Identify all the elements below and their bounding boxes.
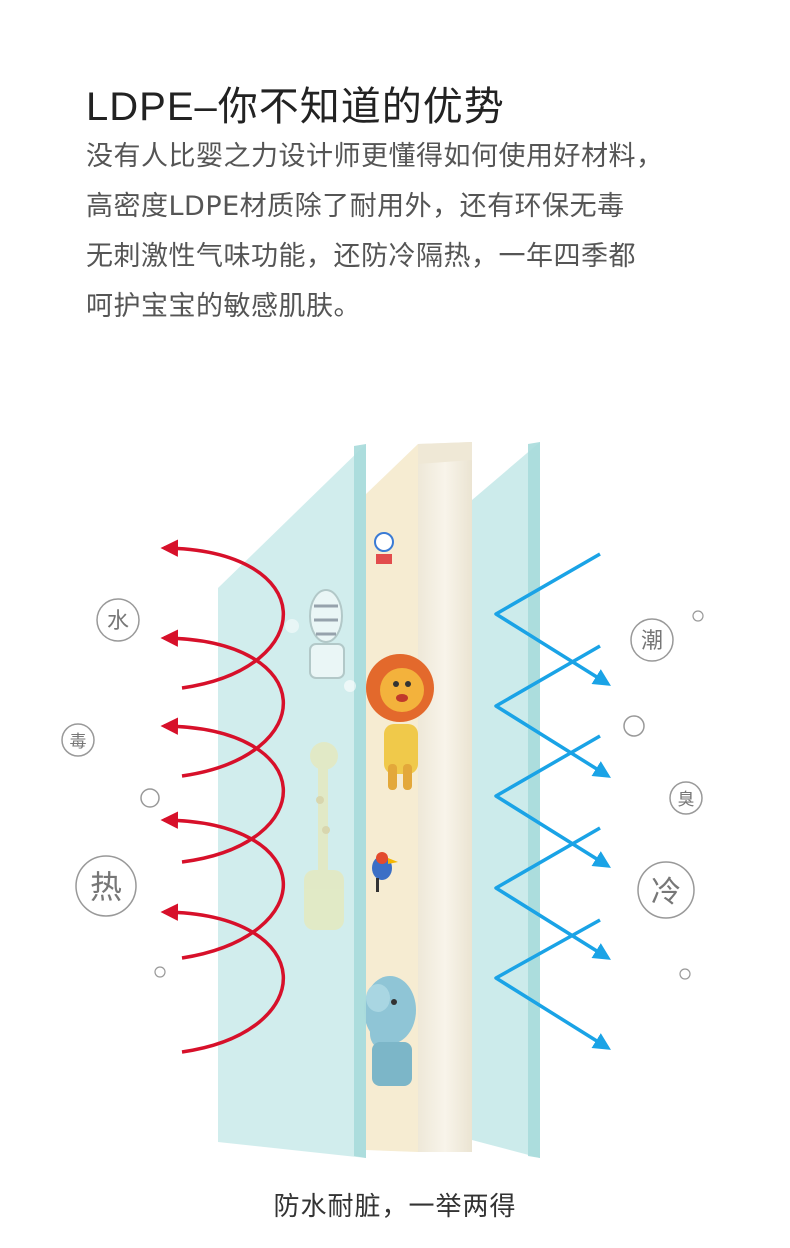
- label-heat: 热: [75, 855, 137, 917]
- cold-arrows: [494, 552, 611, 1050]
- bubble-icon: [692, 610, 704, 622]
- zebra-icon: [309, 589, 345, 679]
- label-water-text: 水: [107, 609, 129, 634]
- heat-arrow-5: [160, 903, 286, 1054]
- heat-arrow-1: [160, 539, 286, 690]
- description-line: 呵护宝宝的敏感肌肤。: [86, 291, 361, 322]
- heat-arrows: [160, 539, 286, 1054]
- label-cold-text: 冷: [651, 875, 681, 910]
- label-poison-text: 毒: [70, 732, 87, 752]
- cold-arrow-1: [494, 552, 611, 686]
- description-line: 高密度LDPE材质除了耐用外，还有环保无毒: [86, 191, 625, 222]
- label-heat-text: 热: [90, 868, 122, 906]
- elephant-icon: [364, 976, 416, 1086]
- label-poison: 毒: [61, 723, 95, 757]
- cold-arrow-3: [494, 734, 611, 868]
- bird-icon: [372, 852, 398, 892]
- bubble-icon: [154, 966, 166, 978]
- badge-icon: [374, 532, 394, 564]
- label-odor-text: 臭: [678, 790, 695, 810]
- label-odor: 臭: [669, 781, 703, 815]
- heat-arrow-2: [160, 629, 286, 778]
- page-title: LDPE–你不知道的优势: [86, 85, 505, 129]
- label-water: 水: [96, 598, 140, 642]
- bubble-icon: [140, 788, 160, 808]
- lion-icon: [366, 654, 434, 790]
- giraffe-icon: [304, 742, 344, 930]
- bubble-icon: [623, 715, 645, 737]
- right-film-layer: [472, 442, 540, 1158]
- label-cold: 冷: [637, 861, 695, 919]
- heat-arrow-4: [160, 811, 286, 960]
- caption: 防水耐脏，一举两得: [273, 1192, 517, 1222]
- label-moisture: 潮: [630, 618, 674, 662]
- left-film-layer: [218, 444, 366, 1158]
- cold-arrow-5: [494, 918, 611, 1050]
- label-moisture-text: 潮: [641, 629, 663, 654]
- description: 没有人比婴之力设计师更懂得如何使用好材料， 高密度LDPE材质除了耐用外，还有环…: [86, 132, 664, 332]
- heat-arrow-3: [160, 717, 286, 864]
- layer-diagram: 水 毒 热 潮 臭 冷: [61, 442, 704, 1158]
- foam-core-layer: [418, 442, 472, 1152]
- description-line: 无刺激性气味功能，还防冷隔热，一年四季都: [86, 241, 636, 272]
- bubble-icon: [679, 968, 691, 980]
- printed-surface-layer: [364, 444, 434, 1152]
- description-line: 没有人比婴之力设计师更懂得如何使用好材料，: [86, 141, 664, 172]
